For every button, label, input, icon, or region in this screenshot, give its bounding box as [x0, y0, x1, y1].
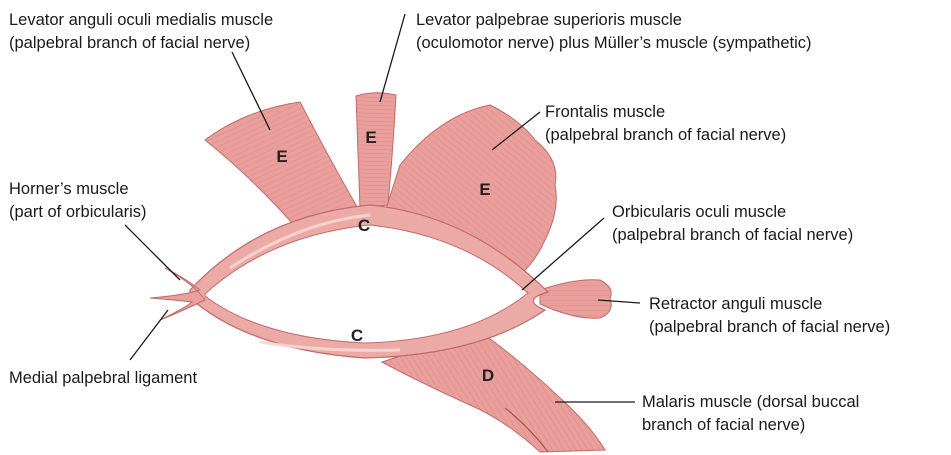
- label-line: Frontalis muscle: [545, 103, 665, 121]
- label-line: Malaris muscle (dorsal buccal: [642, 393, 859, 411]
- label-line: Retractor anguli muscle: [649, 295, 822, 313]
- label-line: (part of orbicularis): [9, 203, 147, 221]
- label-line: Orbicularis oculi muscle: [612, 203, 786, 221]
- label-frontalis: Frontalis muscle (palpebral branch of fa…: [545, 103, 786, 144]
- letter-e-left: E: [276, 147, 287, 166]
- retractor-anguli-muscle: [540, 280, 611, 319]
- letter-e-center: E: [365, 128, 376, 147]
- letter-c-bottom: C: [351, 326, 363, 345]
- label-line: (palpebral branch of facial nerve): [545, 126, 786, 144]
- label-line: Levator palpebrae superioris muscle: [416, 11, 682, 29]
- label-line: (palpebral branch of facial nerve): [612, 226, 853, 244]
- label-line: (palpebral branch of facial nerve): [649, 318, 890, 336]
- label-medial-palpebral-ligament: Medial palpebral ligament: [9, 369, 197, 387]
- label-levator-anguli-oculi-medialis: Levator anguli oculi medialis muscle (pa…: [9, 11, 273, 52]
- label-levator-palpebrae-superioris: Levator palpebrae superioris muscle (ocu…: [416, 11, 812, 52]
- label-retractor-anguli: Retractor anguli muscle (palpebral branc…: [649, 295, 890, 336]
- label-orbicularis-oculi: Orbicularis oculi muscle (palpebral bran…: [612, 203, 853, 244]
- letter-d: D: [482, 366, 494, 385]
- label-line: Levator anguli oculi medialis muscle: [9, 11, 273, 29]
- label-horners-muscle: Horner’s muscle (part of orbicularis): [9, 180, 147, 221]
- label-line: branch of facial nerve): [642, 416, 805, 434]
- label-line: Medial palpebral ligament: [9, 369, 197, 387]
- label-line: (palpebral branch of facial nerve): [9, 34, 250, 52]
- label-line: (oculomotor nerve) plus Müller’s muscle …: [416, 34, 812, 52]
- label-line: Horner’s muscle: [9, 180, 129, 198]
- letter-c-top: C: [358, 216, 370, 235]
- horners-muscle: [150, 268, 205, 320]
- levator-palpebrae-superioris: [356, 93, 396, 208]
- letter-e-right: E: [479, 180, 490, 199]
- label-malaris: Malaris muscle (dorsal buccal branch of …: [642, 393, 859, 434]
